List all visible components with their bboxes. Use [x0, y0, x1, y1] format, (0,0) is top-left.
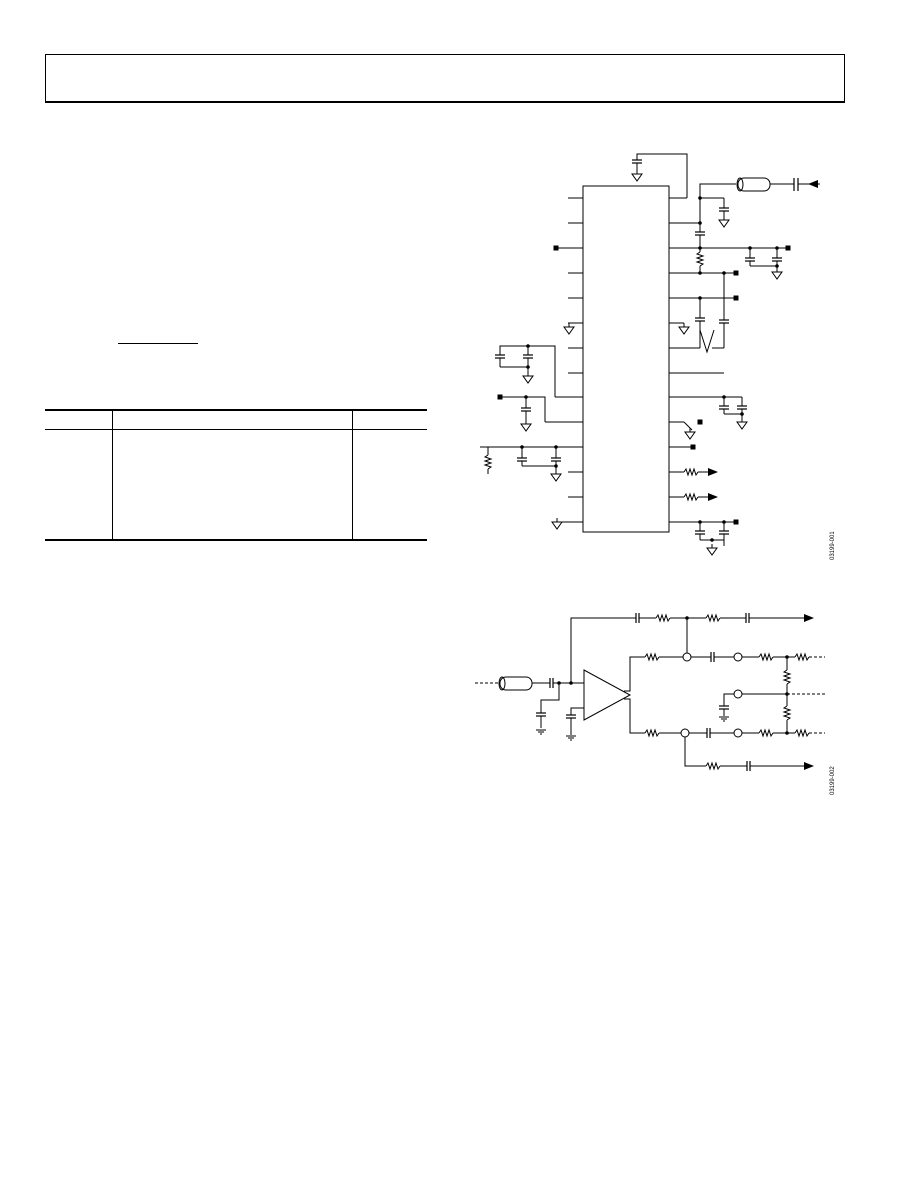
- table-column-divider: [352, 409, 353, 541]
- table-top-rule: [45, 409, 427, 411]
- amplifier-schematic: 03199-002: [475, 612, 836, 795]
- spec-table: [45, 409, 427, 541]
- table-column-divider: [112, 409, 113, 541]
- figure-id-1: 03199-001: [830, 531, 836, 560]
- table-header-rule: [45, 429, 427, 430]
- formula-fraction-bar: [118, 343, 198, 344]
- table-bottom-rule: [45, 539, 427, 541]
- page-header: [45, 54, 845, 103]
- figure-id-2: 03199-002: [830, 766, 836, 795]
- application-schematic: 03199-001: [480, 153, 836, 560]
